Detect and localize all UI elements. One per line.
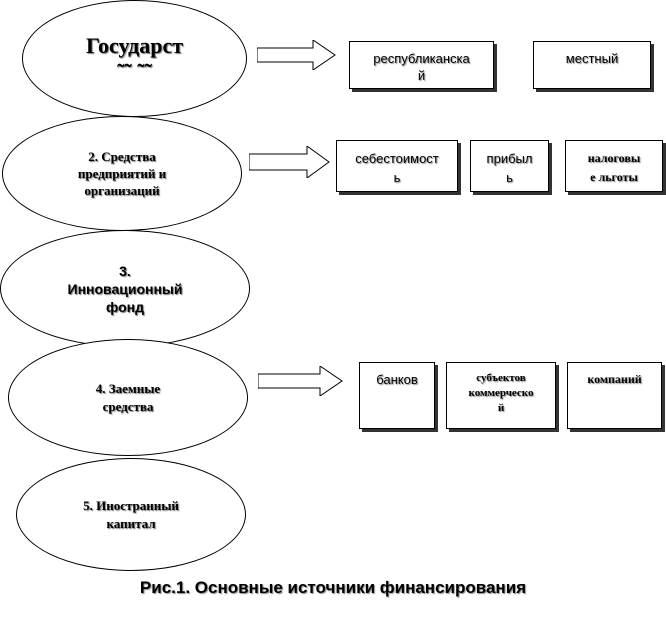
arrow-right-icon (257, 40, 336, 70)
enterprise-profit-box: прибыл ь (470, 140, 549, 192)
arrow-right-icon (249, 146, 330, 178)
figure-caption: Рис.1. Основные источники финансирования (139, 578, 527, 597)
source-borrowed-label: 4. Заемные средства (95, 380, 161, 414)
source-enterprise-label: 2. Средства предприятий и организаций (77, 149, 167, 198)
state-local-box: местный (533, 41, 651, 89)
enterprise-tax-benefits-box: налоговы е льготы (565, 140, 663, 192)
source-foreign-ellipse: 5. Иностранный капитал (16, 458, 246, 571)
enterprise-cost-box: себестоимост ь (336, 140, 458, 192)
state-republican-box: республиканска й (349, 41, 494, 89)
source-borrowed-ellipse: 4. Заемные средства (8, 339, 248, 456)
source-state-label: Государст ˜˜ ˜˜ (85, 32, 184, 84)
arrow-right-icon (258, 366, 343, 396)
source-innovation-label: 3. Инновационный фонд (67, 262, 183, 315)
borrowed-companies-box: компаний (567, 362, 662, 429)
source-innovation-ellipse: 3. Инновационный фонд (0, 230, 250, 347)
borrowed-commercial-entities-box: субъектов коммерческо й (446, 362, 556, 429)
source-foreign-label: 5. Иностранный капитал (83, 497, 179, 531)
borrowed-banks-box: банков (359, 362, 435, 429)
source-state-ellipse: Государст ˜˜ ˜˜ (22, 0, 247, 117)
source-enterprise-ellipse: 2. Средства предприятий и организаций (2, 116, 242, 231)
